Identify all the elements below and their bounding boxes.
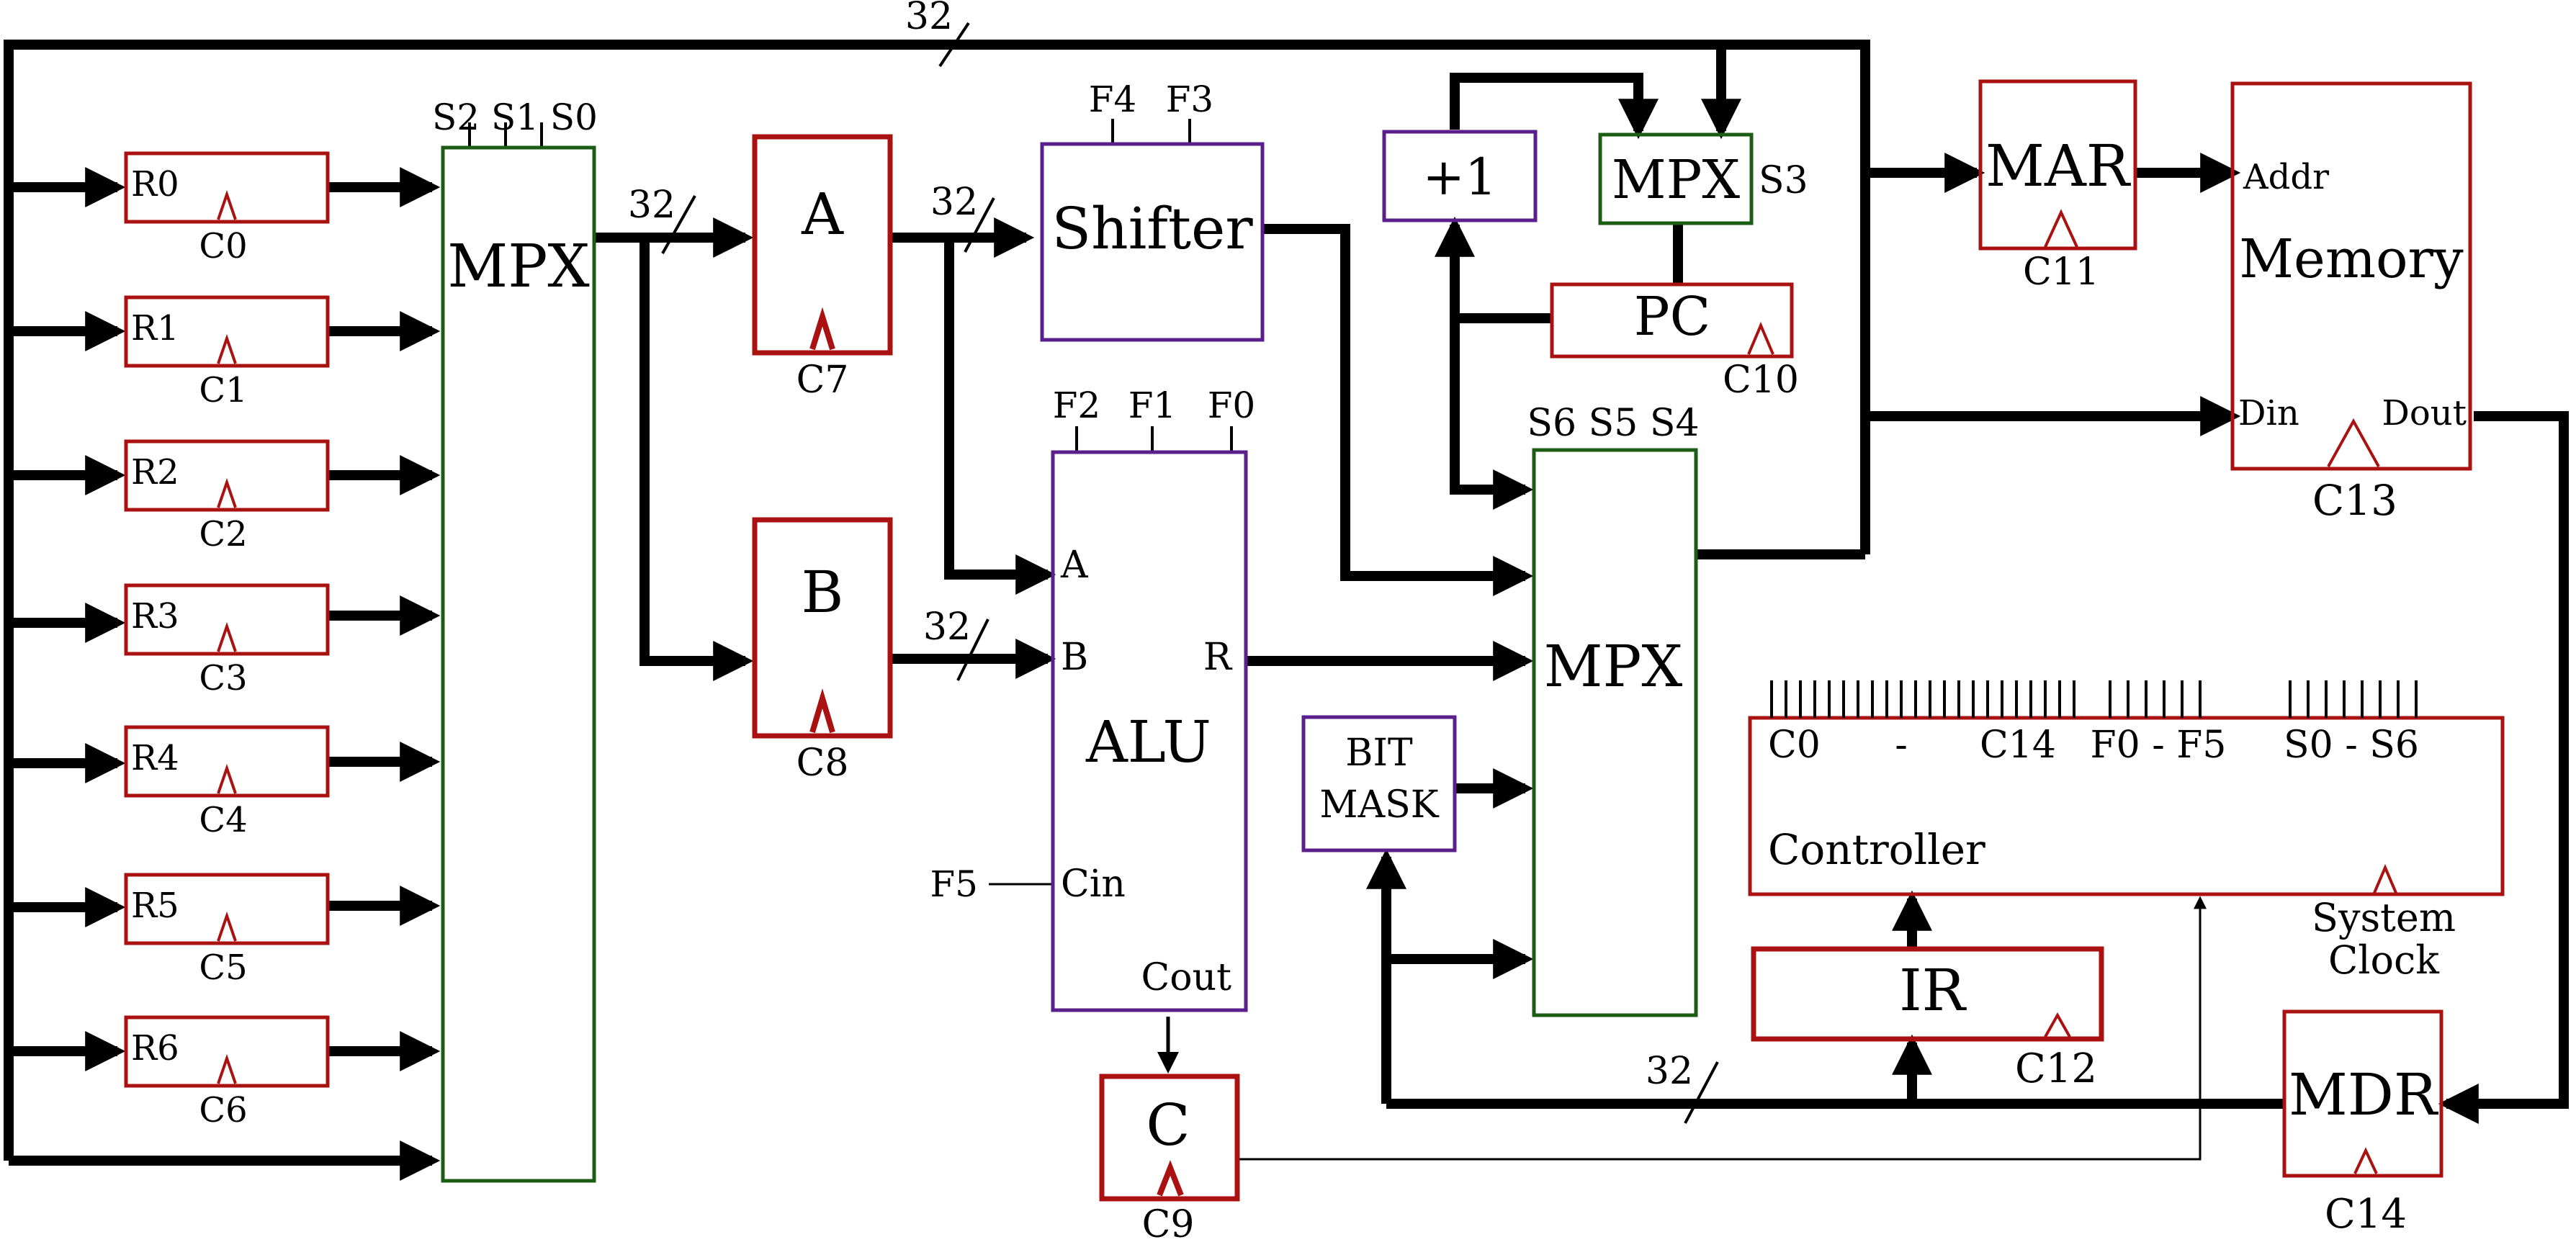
- register-r0-clock: C0: [199, 226, 247, 266]
- shifter-control-f3: F3: [1166, 78, 1214, 120]
- alu-control-f2: F2: [1053, 384, 1101, 426]
- mpx-pc: MPX S3: [1598, 132, 1808, 225]
- incrementer: +1: [1382, 130, 1538, 222]
- controller-group1-to: C14: [1980, 724, 2056, 767]
- controller-group2: F0 - F5: [2091, 724, 2227, 767]
- bus-width-label-b: 32: [923, 606, 971, 649]
- alu-label: ALU: [1085, 708, 1211, 775]
- mpx-main-selects: S6 S5 S4: [1527, 402, 1699, 445]
- memory-dout-port: Dout: [2382, 393, 2467, 433]
- register-b-label: B: [802, 559, 844, 626]
- program-counter: PC C10: [1550, 282, 1799, 402]
- register-r0-label: R0: [131, 164, 179, 204]
- register-r4: R4 C4: [124, 725, 330, 840]
- bus-width-label-top: 32: [905, 0, 953, 38]
- register-r2-clock: C2: [199, 514, 247, 554]
- mar-label: MAR: [1985, 132, 2132, 199]
- register-r1-label: R1: [131, 308, 179, 348]
- register-a-clock: C7: [796, 359, 849, 402]
- register-r6-clock: C6: [199, 1090, 247, 1130]
- controller-group1-dash: -: [1895, 724, 1908, 767]
- alu-port-cout: Cout: [1141, 956, 1232, 999]
- shifter-label: Shifter: [1051, 195, 1253, 262]
- register-bank: R0 C0 R1 C1 R2 C2 R3 C3 R4 C4: [124, 151, 330, 1130]
- instruction-register: IR C12: [1751, 946, 2104, 1092]
- bit-mask: BIT MASK: [1301, 715, 1457, 852]
- register-r3-clock: C3: [199, 658, 247, 698]
- controller-s-ticks: [2289, 680, 2418, 718]
- register-r3: R3 C3: [124, 583, 330, 698]
- mpx-pc-select: S3: [1759, 159, 1808, 202]
- controller-f-ticks: [2109, 680, 2202, 718]
- program-counter-clock: C10: [1723, 359, 1799, 402]
- controller-clock-label-2: Clock: [2328, 937, 2440, 983]
- memory-din-port: Din: [2238, 393, 2299, 433]
- register-r3-label: R3: [131, 596, 179, 636]
- alu-cin-signal: F5: [930, 863, 978, 905]
- shifter-control-f4: F4: [1089, 78, 1137, 120]
- memory-label: Memory: [2239, 228, 2464, 290]
- mar: MAR C11: [1978, 79, 2137, 294]
- memory-clock: C13: [2312, 476, 2397, 525]
- incrementer-label: +1: [1422, 148, 1496, 207]
- register-r1: R1 C1: [124, 295, 330, 410]
- program-counter-label: PC: [1634, 286, 1710, 348]
- mpx-main: MPX S6 S5 S4: [1527, 402, 1700, 1017]
- mpx-main-label: MPX: [1544, 633, 1683, 700]
- memory: Addr Memory Din Dout C13: [2230, 81, 2472, 525]
- register-c-clock: C9: [1142, 1203, 1195, 1242]
- alu: F2 F1 F0 A B R ALU Cin Cout F5: [930, 384, 1256, 1012]
- bus-width-label-mpx: 32: [628, 184, 676, 227]
- bit-mask-line1: BIT: [1345, 732, 1413, 775]
- register-a-label: A: [801, 181, 844, 248]
- bit-mask-line2: MASK: [1319, 783, 1439, 827]
- alu-port-r: R: [1203, 636, 1233, 679]
- alu-port-cin: Cin: [1061, 863, 1126, 906]
- controller-group1-from: C0: [1768, 724, 1821, 767]
- instruction-register-clock: C12: [2015, 1045, 2097, 1092]
- register-c: C C9: [1099, 1074, 1240, 1242]
- controller-c-ticks: [1770, 680, 2075, 718]
- mdr-clock: C14: [2325, 1191, 2407, 1238]
- register-r5-clock: C5: [199, 948, 247, 988]
- mar-clock: C11: [2023, 251, 2099, 294]
- mpx-register-select-selects: S2 S1 S0: [432, 96, 598, 138]
- alu-control-f1: F1: [1128, 384, 1177, 426]
- shifter: Shifter F4 F3: [1040, 78, 1265, 342]
- memory-addr-port: Addr: [2243, 157, 2329, 197]
- register-r2: R2 C2: [124, 439, 330, 554]
- register-r0: R0 C0: [124, 151, 330, 266]
- register-r5: R5 C5: [124, 873, 330, 988]
- mdr: MDR C14: [2282, 1009, 2443, 1238]
- bus-wires: [4, 22, 2569, 1181]
- mpx-pc-label: MPX: [1612, 149, 1741, 211]
- register-r4-clock: C4: [199, 800, 247, 840]
- mpx-register-select-label: MPX: [447, 233, 590, 301]
- controller-label: Controller: [1768, 825, 1985, 874]
- bus-width-label-mdr: 32: [1646, 1050, 1693, 1093]
- mpx-register-select: MPX S2 S1 S0: [432, 96, 598, 1183]
- mdr-label: MDR: [2289, 1061, 2439, 1128]
- register-c-label: C: [1146, 1092, 1190, 1158]
- controller-group3: S0 - S6: [2284, 724, 2419, 767]
- alu-control-f0: F0: [1208, 384, 1256, 426]
- register-r6: R6 C6: [124, 1015, 330, 1130]
- alu-port-a: A: [1060, 544, 1089, 587]
- controller-clock-label-1: System: [2312, 895, 2456, 940]
- register-r1-clock: C1: [199, 370, 247, 410]
- register-r2-label: R2: [131, 452, 179, 492]
- register-r6-label: R6: [131, 1028, 179, 1068]
- instruction-register-label: IR: [1899, 957, 1967, 1024]
- alu-port-b: B: [1061, 636, 1088, 679]
- register-r5-label: R5: [131, 886, 179, 926]
- register-b-clock: C8: [796, 742, 849, 785]
- register-b: B C8: [752, 517, 893, 785]
- register-a: A C7: [752, 134, 893, 402]
- bus-width-label-a: 32: [930, 181, 978, 224]
- controller: C0 - C14 F0 - F5 S0 - S6 Controller Syst…: [1748, 680, 2505, 983]
- register-r4-label: R4: [131, 738, 179, 778]
